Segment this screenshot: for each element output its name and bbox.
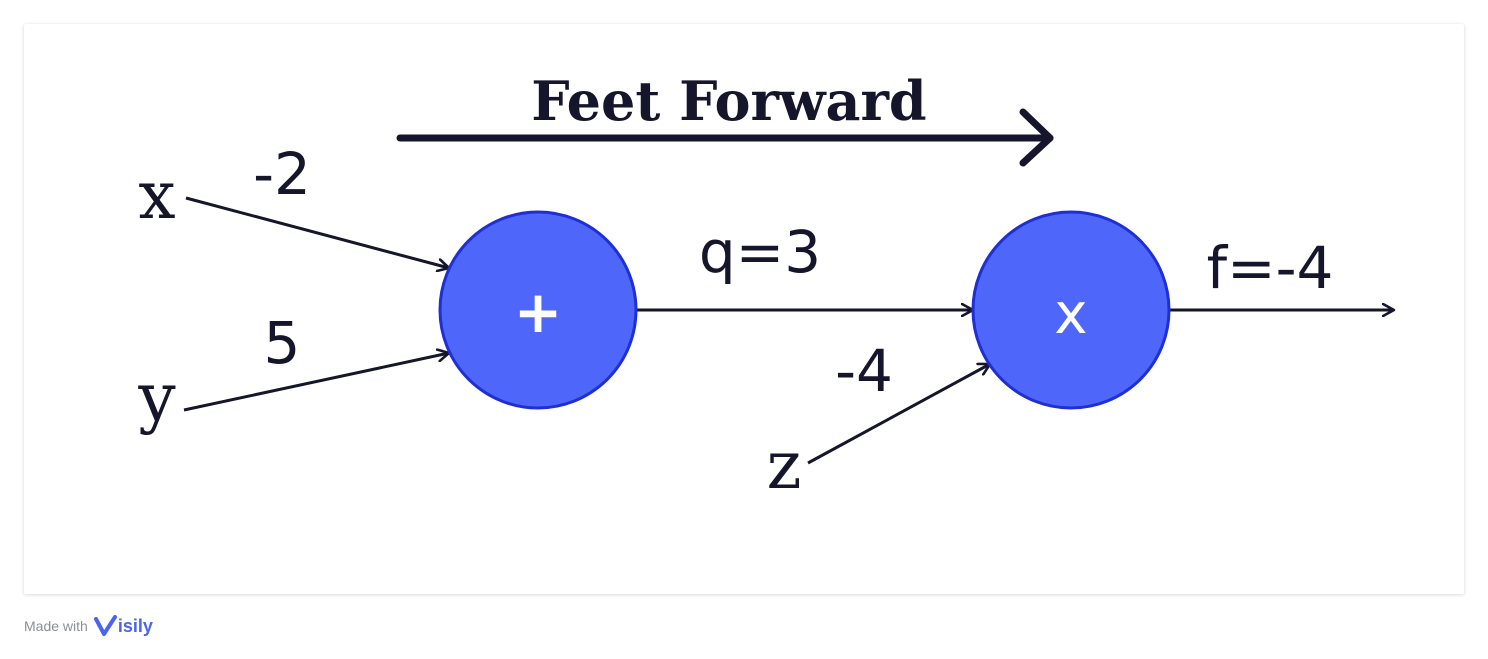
multiply-node: x (971, 210, 1171, 410)
diagram-title: Feet Forward (531, 69, 926, 133)
edge-y-to-add (183, 353, 449, 412)
input-y-value: 5 (264, 309, 301, 377)
visily-logo-text: isily (117, 615, 153, 636)
add-node: + (438, 210, 638, 410)
input-x-label: x (138, 157, 175, 234)
input-x-value: -2 (253, 140, 311, 208)
input-z-label: z (767, 427, 802, 504)
visily-logo[interactable]: isily (93, 615, 153, 637)
add-operator: + (514, 278, 563, 346)
edge-x-to-add (185, 196, 449, 268)
made-with-label: Made with (24, 618, 88, 634)
edge-q-label: q=3 (699, 218, 821, 286)
input-z-value: -4 (835, 337, 893, 405)
forward-arrow-icon (396, 108, 1054, 167)
multiply-operator: x (1054, 282, 1087, 347)
edge-f-label: f=-4 (1207, 234, 1334, 302)
edge-z-to-multiply (807, 362, 990, 465)
footer: Made with isily (24, 611, 153, 641)
input-y-label: y (137, 359, 176, 436)
visily-logo-icon (93, 615, 117, 636)
